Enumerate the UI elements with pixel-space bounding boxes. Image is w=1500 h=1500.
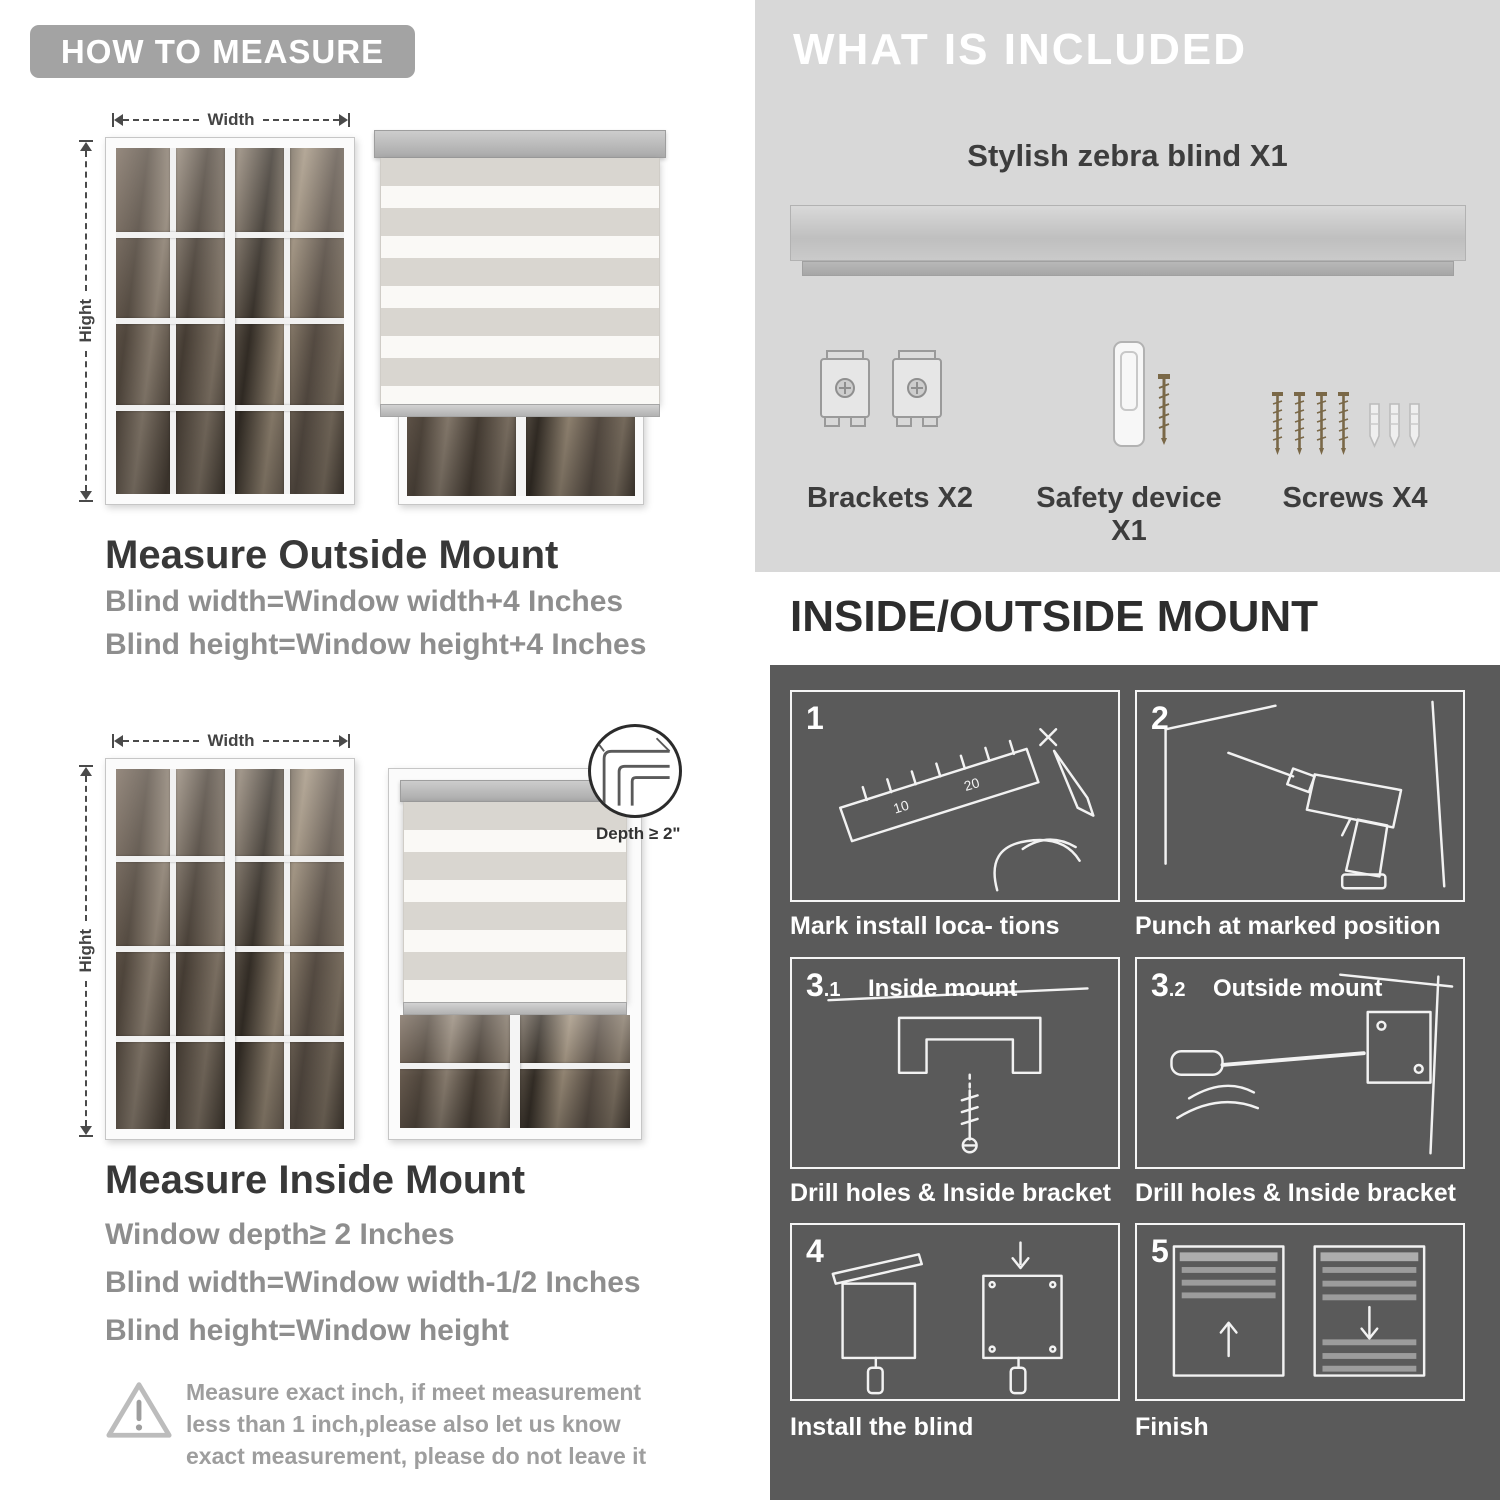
depth-callout-circle [588, 724, 682, 818]
blind-shade [380, 158, 660, 404]
height-arrow-outside: Hight [76, 140, 96, 502]
window-glass [116, 148, 344, 494]
step-tile-5: 5 [1135, 1223, 1465, 1401]
warning-triangle-icon [106, 1382, 172, 1438]
step-number: 3.2 [1151, 967, 1186, 1003]
item-label-brackets: Brackets X2 [806, 482, 974, 514]
width-label: Width [207, 731, 255, 750]
step-caption-2: Punch at marked position [1135, 912, 1441, 940]
screw-icon [1158, 374, 1170, 445]
window-illustration-inside [105, 758, 355, 1140]
screw-icon [1272, 392, 1420, 455]
window-glass [116, 769, 344, 1129]
headrail-illustration [790, 205, 1466, 261]
window-glass [400, 1015, 630, 1128]
height-arrow-inside: Hight [76, 765, 96, 1137]
mount-section-header: INSIDE/OUTSIDE MOUNT [790, 592, 1319, 641]
step-tile-3-2: 3.2 Outside mount [1135, 957, 1465, 1169]
bracket-icon [820, 350, 870, 427]
outside-mount-title: Measure Outside Mount [105, 533, 559, 577]
step-number: 1 [806, 700, 824, 736]
step-caption-1: Mark install loca- tions [790, 912, 1060, 940]
safety-device-icon [1113, 341, 1145, 447]
finish-blinds-illustration [1172, 1245, 1426, 1377]
what-is-included-header: WHAT IS INCLUDED [793, 25, 1248, 74]
outside-mount-rule-1: Blind width=Window width+4 Inches [105, 585, 624, 618]
how-to-measure-header: HOW TO MEASURE [30, 25, 415, 78]
blind-shade [403, 802, 627, 1002]
product-label: Stylish zebra blind X1 [967, 138, 1288, 173]
install-blind-illustration [831, 1241, 1063, 1395]
width-arrow-outside: Width [112, 110, 350, 129]
mount-steps-panel: 10 20 1 Mark install loca- tions [770, 665, 1500, 1500]
blind-bottom-rail [380, 404, 660, 417]
zebra-blind-illustration-inside [388, 768, 642, 1140]
item-label-screws: Screws X4 [1282, 482, 1428, 514]
anchor-icon [1409, 403, 1420, 448]
zebra-blind-illustration-outside [374, 130, 666, 417]
svg-text:10: 10 [892, 798, 911, 817]
step-caption-5: Finish [1135, 1413, 1209, 1441]
bracket-icon [892, 350, 942, 427]
step-inner-label: Outside mount [1213, 975, 1383, 1002]
window-illustration-outside [105, 137, 355, 505]
step-tile-1: 10 20 1 [790, 690, 1120, 902]
step-number: 4 [806, 1233, 824, 1269]
blind-headrail [374, 130, 666, 158]
inside-mount-rule-1: Window depth≥ 2 Inches [105, 1218, 455, 1251]
what-is-included-panel: WHAT IS INCLUDED Stylish zebra blind X1 … [755, 0, 1500, 572]
inside-mount-rule-3: Blind height=Window height [105, 1314, 509, 1347]
inside-bracket-screw-illustration [827, 987, 1089, 1154]
headrail-lip [802, 261, 1454, 276]
item-label-safety-device: Safety device X1 [1036, 482, 1222, 547]
step-tile-4: 4 [790, 1223, 1120, 1401]
outside-bracket-screwdriver-illustration [1170, 973, 1454, 1155]
step-tile-3-1: 3.1 Inside mount [790, 957, 1120, 1169]
anchor-icon [1389, 403, 1400, 448]
drill-illustration [1164, 700, 1446, 890]
step-number: 3.1 [806, 967, 841, 1003]
height-label: Hight [76, 299, 95, 343]
width-arrow-inside: Width [112, 731, 350, 750]
step-number: 5 [1151, 1233, 1169, 1269]
width-label: Width [207, 110, 255, 129]
inside-mount-rule-2: Blind width=Window width-1/2 Inches [105, 1266, 641, 1299]
step-tile-2: 2 [1135, 690, 1465, 902]
warning-text: Measure exact inch, if meet measurement … [186, 1379, 647, 1470]
outside-mount-rule-2: Blind height=Window height+4 Inches [105, 628, 647, 661]
inside-mount-title: Measure Inside Mount [105, 1158, 526, 1202]
depth-label: Depth ≥ 2" [596, 824, 681, 843]
height-label: Hight [76, 929, 95, 973]
blind-bottom-rail [403, 1002, 627, 1015]
anchor-icon [1369, 403, 1380, 448]
step-caption-3-1: Drill holes & Inside bracket [790, 1179, 1111, 1207]
step-caption-4: Install the blind [790, 1413, 974, 1441]
measure-mark-illustration: 10 20 [838, 728, 1095, 892]
step-inner-label: Inside mount [868, 975, 1018, 1002]
window-corner-icon [592, 735, 671, 806]
step-caption-3-2: Drill holes & Inside bracket [1135, 1179, 1456, 1207]
step-number: 2 [1151, 700, 1169, 736]
svg-text:20: 20 [962, 775, 981, 794]
